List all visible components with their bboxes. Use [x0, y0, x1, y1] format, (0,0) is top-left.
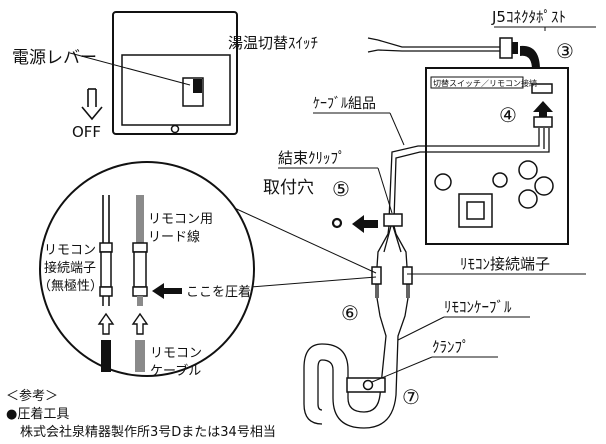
step-7-marker: ⑦ — [402, 385, 420, 409]
mounting-hole-icon — [331, 217, 343, 229]
remote-lead-wire-label-2: リード線 — [148, 229, 200, 245]
remote-connection-terminal-label: ﾘﾓｺﾝ接続端子 — [460, 255, 550, 273]
step-4-marker: ④ — [499, 103, 517, 127]
step-5-marker: ⑤ — [332, 177, 350, 201]
switch-wire — [367, 37, 500, 53]
clamp-label: ｸﾗﾝﾌﾟ — [432, 338, 470, 356]
binding-clip-pointer — [377, 167, 393, 214]
reference-label: ＜参考＞ — [6, 388, 58, 404]
mounting-hole-label: 取付穴 — [263, 178, 314, 198]
remote-cable-label-2: ケーブル — [150, 363, 201, 379]
off-label: OFF — [72, 123, 101, 141]
remote-cable-label-1: リモコン — [150, 346, 202, 361]
remote-terminal-right — [402, 266, 413, 285]
remote-terminal-label-1: リモコン — [44, 243, 96, 258]
crimp-here-label: ここを圧着 — [186, 284, 251, 300]
remote-lead-wire-label-1: リモコン用 — [148, 212, 213, 227]
binding-clip — [383, 213, 403, 227]
zoom-detail-circle — [39, 161, 255, 377]
hot-water-switch-label: 湯温切替ｽｲｯﾁ — [228, 34, 318, 52]
remote-terminal-label-3: （無極性） — [38, 278, 103, 294]
power-lever-leader — [69, 52, 191, 86]
remote-cable-pointer — [397, 316, 445, 341]
cable-assembly-pointer — [389, 112, 405, 146]
breaker-panel — [112, 11, 238, 135]
binding-clip-label: 結束ｸﾘｯﾌﾟ — [278, 149, 346, 167]
remote-terminal-label-2: 接続端子 — [44, 260, 96, 276]
power-lever-label: 電源レバー — [12, 48, 97, 68]
j5-connector-post-label: J5ｺﾈｸﾀﾎﾟｽﾄ — [491, 8, 566, 26]
crimp-tool-detail: 株式会社泉精器製作所3号Dまたは34号相当 — [20, 424, 276, 440]
remote-cable — [303, 284, 410, 429]
control-board — [425, 67, 569, 245]
clamp-screw — [362, 379, 374, 391]
clamp-pointer — [371, 356, 433, 383]
remote-terminal-left — [371, 266, 382, 285]
cable-assembly-label: ｹｰﾌﾞﾙ組品 — [313, 96, 376, 112]
zoom-detail-contents — [97, 195, 182, 372]
remote-cable-right-label: ﾘﾓｺﾝｹｰﾌﾞﾙ — [444, 298, 512, 316]
y-split-wires — [376, 225, 408, 268]
mounting-arrow-icon — [352, 215, 378, 233]
off-arrow-icon — [81, 88, 103, 121]
crimp-tool-label: ●圧着工具 — [6, 406, 69, 422]
cable-assembly — [388, 128, 550, 221]
step-3-marker: ③ — [556, 39, 574, 63]
switch-remote-connection-label: 切替スイッチ／リモコン接続 — [433, 78, 537, 88]
switch-connector-cap — [512, 42, 518, 54]
switch-connector — [499, 37, 513, 59]
step-6-marker: ⑥ — [341, 301, 359, 325]
